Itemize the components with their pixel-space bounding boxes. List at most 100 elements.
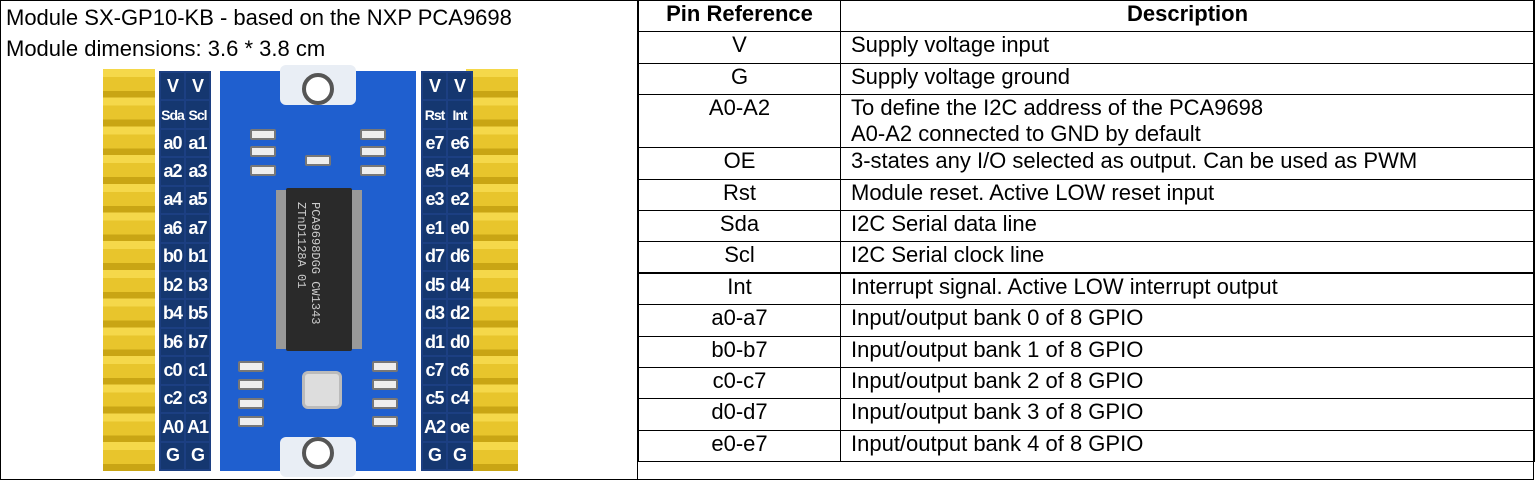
reset-button-component — [302, 371, 342, 409]
pin-label: b4 — [161, 300, 184, 327]
pin-label: a3 — [186, 158, 209, 185]
pin-label: d5 — [423, 272, 446, 299]
pin-label: V — [448, 73, 471, 100]
description-line: Supply voltage ground — [851, 63, 1070, 89]
chip-marking: PCA9698DGG CW1343 ZTnD1128A 01 — [294, 202, 322, 325]
pin-label: d3 — [423, 300, 446, 327]
description-line: Input/output bank 2 of 8 GPIO — [851, 367, 1144, 393]
pin-label: d6 — [448, 243, 471, 270]
pin-reference: a0-a7 — [638, 304, 841, 337]
pca9698-chip: PCA9698DGG CW1343 ZTnD1128A 01 — [286, 188, 352, 351]
table-row: G Supply voltage ground — [638, 62, 1535, 96]
pin-reference: c0-c7 — [638, 366, 841, 400]
pin-label: V — [423, 73, 446, 100]
pin-label: b3 — [186, 272, 209, 299]
pin-label: A2 — [423, 414, 446, 441]
pin-label: Rst — [423, 101, 446, 128]
left-pin-header — [103, 69, 155, 471]
header-description: Description — [840, 0, 1535, 33]
pin-description: I2C Serial clock line — [840, 241, 1535, 275]
table-row: Rst Module reset. Active LOW reset input — [638, 178, 1535, 211]
pin-label: Int — [448, 101, 471, 128]
pin-label: a5 — [186, 186, 209, 214]
pin-description: Supply voltage ground — [840, 62, 1535, 96]
pin-label: c2 — [161, 385, 184, 413]
pin-label: d4 — [448, 272, 471, 299]
pin-label: e4 — [448, 158, 471, 185]
pin-description: 3-states any I/O selected as output. Can… — [840, 147, 1535, 180]
pin-label: b6 — [161, 328, 184, 356]
table-row: a0-a7 Input/output bank 0 of 8 GPIO — [638, 304, 1535, 337]
pin-reference: Sda — [638, 209, 841, 243]
pin-label: d0 — [448, 328, 471, 356]
pin-label: a2 — [161, 158, 184, 185]
pin-label: e0 — [448, 215, 471, 242]
pin-reference: Rst — [638, 178, 841, 211]
pin-label: oe — [448, 414, 471, 441]
pin-label: e3 — [423, 186, 446, 214]
pin-label: Sda — [161, 101, 185, 128]
pin-label: a7 — [186, 215, 209, 242]
description-line: I2C Serial clock line — [851, 242, 1045, 268]
description-line: Supply voltage input — [851, 32, 1050, 58]
pin-label: b5 — [186, 300, 209, 327]
table-row: e0-e7 Input/output bank 4 of 8 GPIO — [638, 429, 1535, 463]
pin-description: Module reset. Active LOW reset input — [840, 178, 1535, 211]
pin-label: b1 — [186, 243, 209, 270]
pin-label: G — [448, 442, 471, 469]
pin-label: e6 — [448, 129, 471, 157]
pin-label: c0 — [161, 357, 184, 384]
pin-description: Input/output bank 0 of 8 GPIO — [840, 304, 1535, 337]
pin-label: a4 — [161, 186, 184, 214]
description-line: Interrupt signal. Active LOW interrupt o… — [851, 274, 1278, 300]
description-line: Module reset. Active LOW reset input — [851, 179, 1215, 205]
pin-label: G — [186, 442, 209, 469]
pin-label: c1 — [186, 357, 209, 384]
pin-reference: e0-e7 — [638, 429, 841, 463]
pin-reference: Scl — [638, 241, 841, 275]
module-dimensions: Module dimensions: 3.6 * 3.8 cm — [6, 36, 326, 61]
pin-reference: b0-b7 — [638, 335, 841, 368]
pin-label: G — [161, 442, 184, 469]
pin-label: d1 — [423, 328, 446, 356]
pin-label: e2 — [448, 186, 471, 214]
description-line: Input/output bank 0 of 8 GPIO — [851, 305, 1144, 331]
pin-description: Input/output bank 2 of 8 GPIO — [840, 366, 1535, 400]
pin-label: Scl — [186, 101, 209, 128]
pin-description: Supply voltage input — [840, 31, 1535, 64]
pin-label: c5 — [423, 385, 446, 413]
pin-description: Input/output bank 1 of 8 GPIO — [840, 335, 1535, 368]
pin-label: c3 — [186, 385, 209, 413]
module-title: Module SX-GP10-KB - based on the NXP PCA… — [6, 5, 512, 30]
pin-reference: Int — [638, 272, 841, 306]
pin-label: b7 — [186, 328, 209, 356]
pin-reference: G — [638, 62, 841, 96]
pin-label: e1 — [423, 215, 446, 242]
pin-label: a6 — [161, 215, 184, 242]
pin-label: V — [186, 73, 209, 100]
description-line: 3-states any I/O selected as output. Can… — [851, 148, 1418, 174]
pcb-board: PCA9698DGG CW1343 ZTnD1128A 01 — [220, 65, 416, 477]
description-line: I2C Serial data line — [851, 210, 1037, 236]
pin-label: c7 — [423, 357, 446, 384]
description-line: Input/output bank 4 of 8 GPIO — [851, 430, 1144, 456]
table-row: b0-b7 Input/output bank 1 of 8 GPIO — [638, 335, 1535, 368]
pin-label: A0 — [161, 414, 184, 441]
pin-description: Input/output bank 4 of 8 GPIO — [840, 429, 1535, 463]
pin-label: c6 — [448, 357, 471, 384]
description-line: Input/output bank 3 of 8 GPIO — [851, 399, 1144, 425]
pin-label: A1 — [186, 414, 209, 441]
description-line: A0-A2 connected to GND by default — [851, 121, 1201, 147]
pin-label: a0 — [161, 129, 184, 157]
description-line: Input/output bank 1 of 8 GPIO — [851, 336, 1144, 362]
pin-label: a1 — [186, 129, 209, 157]
pin-label: V — [161, 73, 184, 100]
pin-label: d2 — [448, 300, 471, 327]
header-pin-reference: Pin Reference — [638, 0, 841, 33]
